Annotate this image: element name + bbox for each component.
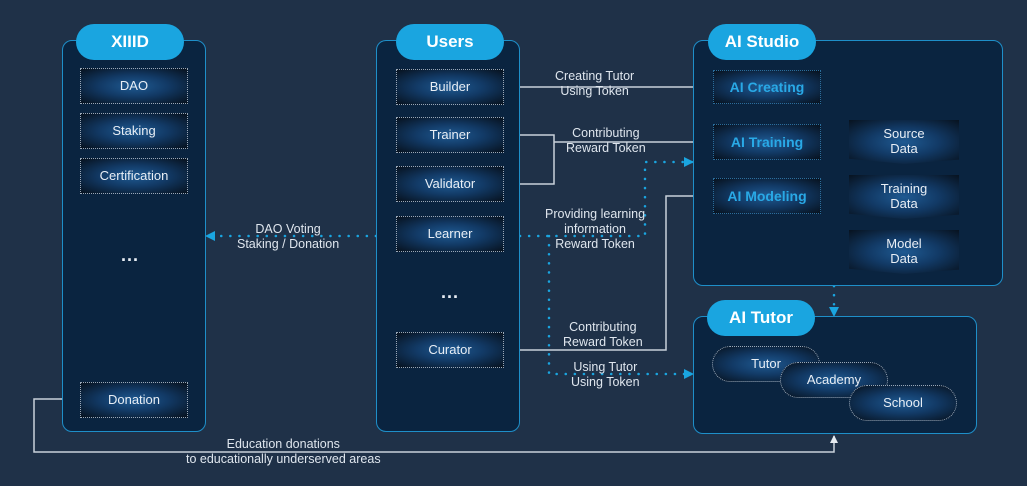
users-item-validator[interactable]: Validator <box>396 166 504 202</box>
ai-training-node[interactable]: AI Training <box>713 124 821 160</box>
users-item-curator[interactable]: Curator <box>396 332 504 368</box>
xiiid-ellipsis: ... <box>121 245 140 265</box>
flow-label-creating-line2: Using Token <box>560 84 629 98</box>
wire-donation-to-ai-tutor <box>33 398 838 453</box>
flow-label-using-tutor-line1: Using Tutor <box>573 360 638 374</box>
wire-trainer-validator-to-ai-training <box>503 135 706 185</box>
flow-label-contributing-top: Contributing Reward Token <box>566 126 646 156</box>
ai-modeling-node[interactable]: AI Modeling <box>713 178 821 214</box>
xiiid-item-donation[interactable]: Donation <box>80 382 188 418</box>
users-item-learner[interactable]: Learner <box>396 216 504 252</box>
xiiid-title: XIIID <box>76 24 184 60</box>
flow-label-providing: Providing learning information Reward To… <box>545 207 645 252</box>
training-data-line1: Training <box>880 181 928 197</box>
source-data-line1: Source <box>883 126 925 142</box>
flow-label-providing-line3: Reward Token <box>555 237 635 251</box>
flow-label-contributing-top-line1: Contributing <box>572 126 640 140</box>
flow-label-contributing-top-line2: Reward Token <box>566 141 646 155</box>
training-data-line2: Data <box>890 196 918 211</box>
flow-label-providing-line1: Providing learning <box>545 207 646 221</box>
model-data-line2: Data <box>890 251 918 266</box>
dotted-learner-to-ai-training <box>518 157 695 238</box>
source-data-line2: Data <box>890 141 918 156</box>
dotted-learner-to-ai-tutor <box>547 234 695 379</box>
flow-label-donations-line1: Education donations <box>226 437 340 451</box>
flow-label-creating-line1: Creating Tutor <box>555 69 635 83</box>
model-data-line1: Model <box>886 236 922 252</box>
xiiid-item-dao[interactable]: DAO <box>80 68 188 104</box>
xiiid-item-certification[interactable]: Certification <box>80 158 188 194</box>
flow-label-dao: DAO Voting Staking / Donation <box>237 222 339 252</box>
flow-label-contributing-bottom-line1: Contributing <box>569 320 637 334</box>
ai-tutor-item-school[interactable]: School <box>849 385 957 421</box>
flow-label-contributing-bottom-line2: Reward Token <box>563 335 643 349</box>
ai-tutor-title: AI Tutor <box>707 300 815 336</box>
training-data-node[interactable]: Training Data <box>849 175 959 219</box>
flow-label-dao-line1: DAO Voting <box>255 222 321 236</box>
users-item-trainer[interactable]: Trainer <box>396 117 504 153</box>
flow-label-contributing-bottom: Contributing Reward Token <box>563 320 643 350</box>
wire-curator-to-ai-modeling <box>503 192 707 351</box>
flow-label-donations-line2: to educationally underserved areas <box>186 452 381 466</box>
flow-label-dao-line2: Staking / Donation <box>237 237 340 251</box>
flow-label-using-tutor: Using Tutor Using Token <box>571 360 640 390</box>
source-data-node[interactable]: Source Data <box>849 120 959 164</box>
flow-label-using-tutor-line2: Using Token <box>571 375 640 389</box>
model-data-node[interactable]: Model Data <box>849 230 959 274</box>
flow-label-donations: Education donations to educationally und… <box>186 437 381 467</box>
flow-label-providing-line2: information <box>564 222 626 236</box>
xiiid-item-staking[interactable]: Staking <box>80 113 188 149</box>
ai-studio-title: AI Studio <box>708 24 816 60</box>
ai-creating-node[interactable]: AI Creating <box>713 70 821 104</box>
users-title: Users <box>396 24 504 60</box>
users-ellipsis: ... <box>441 282 460 302</box>
flow-label-creating: Creating Tutor Using Token <box>555 69 634 99</box>
users-item-builder[interactable]: Builder <box>396 69 504 105</box>
xiiid-panel <box>62 40 206 432</box>
